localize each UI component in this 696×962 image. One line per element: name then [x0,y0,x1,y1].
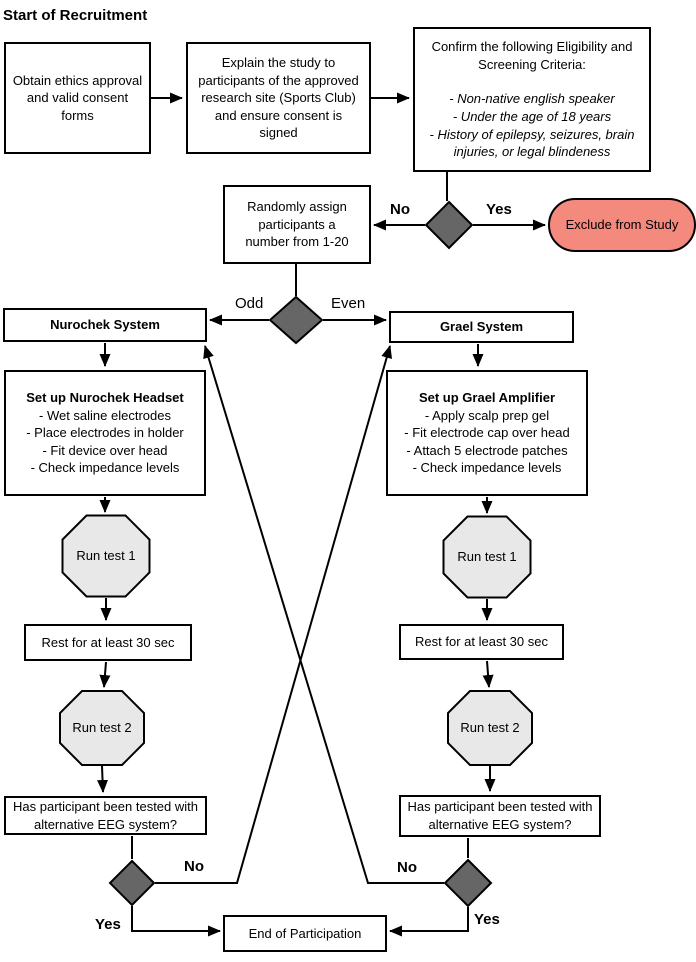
setup-grael-item: - Apply scalp prep gel [424,407,550,423]
branch-nurochek-label: Nurochek System [50,317,160,333]
process-rest-right: Rest for at least 30 sec [399,624,564,660]
connector-left-yes-to-end [131,906,221,937]
label-no-left: No [184,858,204,875]
criteria-item: - History of epilepsy, seizures, brain i… [429,126,635,160]
branch-grael-system: Grael System [389,311,574,343]
setup-nurochek-item: - Fit device over head [42,442,168,458]
process-random-assignment-label: Randomly assign participants a number fr… [245,199,349,250]
octagon-run-test-2-grael [447,690,533,766]
terminator-exclude-from-study: Exclude from Study [548,198,696,252]
criteria-heading: Confirm the following Eligibility and Sc… [431,39,633,72]
run-test-1-right-label: Run test 1 [457,549,517,565]
process-obtain-ethics: Obtain ethics approval and valid consent… [4,42,151,154]
decision-tested-left-diamond [108,859,156,907]
process-rest-left: Rest for at least 30 sec [24,624,192,661]
process-rest-right-label: Rest for at least 30 sec [415,634,548,650]
branch-grael-label: Grael System [439,319,524,335]
setup-nurochek-item: - Wet saline electrodes [39,407,171,423]
setup-grael-item: - Fit electrode cap over head [404,425,570,441]
decision-odd-even-diamond [268,295,324,345]
process-tested-question-right: Has participant been tested with alterna… [399,795,601,837]
process-tested-question-left: Has participant been tested with alterna… [4,796,207,835]
octagon-run-test-2-nurochek [59,690,145,766]
setup-grael-item: - Attach 5 electrode patches [406,442,568,458]
process-eligibility-criteria: Confirm the following Eligibility and Sc… [413,27,651,172]
process-setup-nurochek: Set up Nurochek Headset - Wet saline ele… [4,370,206,496]
process-explain-study-label: Explain the study to participants of the… [198,55,359,141]
process-setup-grael: Set up Grael Amplifier - Apply scalp pre… [386,370,588,496]
label-no-eligibility: No [390,201,410,218]
run-test-2-left-label: Run test 2 [72,719,132,735]
octagon-run-test-1-grael [442,515,532,599]
label-yes-right: Yes [474,911,500,928]
terminator-exclude-label: Exclude from Study [565,217,679,233]
connector-right-yes-to-end [389,907,469,937]
label-no-right: No [397,859,417,876]
process-obtain-ethics-label: Obtain ethics approval and valid consent… [12,72,143,123]
connector-run2l-to-question [97,765,109,793]
setup-nurochek-heading: Set up Nurochek Headset [26,390,184,406]
terminator-end-of-participation: End of Participation [223,915,387,952]
octagon-run-test-1-nurochek [61,514,151,598]
process-random-assignment: Randomly assign participants a number fr… [223,185,371,264]
connector-restl-to-run2 [99,661,111,688]
setup-grael-item: - Check impedance levels [412,460,562,476]
label-even: Even [331,295,366,312]
process-rest-left-label: Rest for at least 30 sec [41,634,175,650]
decision-tested-right-diamond [443,858,493,908]
run-test-1-left-label: Run test 1 [76,548,136,564]
connector-restr-to-run2 [482,660,494,688]
process-explain-study: Explain the study to participants of the… [186,42,371,154]
criteria-item: - Under the age of 18 years [452,109,612,124]
label-yes-left: Yes [95,916,121,933]
criteria-item: - Non-native english speaker [449,91,615,107]
end-of-participation-label: End of Participation [248,925,362,941]
label-yes-eligibility: Yes [486,201,512,218]
setup-grael-heading: Set up Grael Amplifier [418,390,556,406]
page-title: Start of Recruitment [3,7,148,24]
tested-question-right-label: Has participant been tested with alterna… [407,799,593,832]
run-test-2-right-label: Run test 2 [460,719,520,735]
label-odd: Odd [235,295,264,312]
branch-nurochek-system: Nurochek System [3,308,207,342]
setup-nurochek-item: - Place electrodes in holder [26,425,184,441]
tested-question-left-label: Has participant been tested with alterna… [13,798,198,832]
connector-left-no-to-grael [155,345,393,884]
connector-right-no-to-nurochek [203,345,444,884]
decision-eligibility-diamond [424,200,474,250]
setup-nurochek-item: - Check impedance levels [30,460,180,476]
